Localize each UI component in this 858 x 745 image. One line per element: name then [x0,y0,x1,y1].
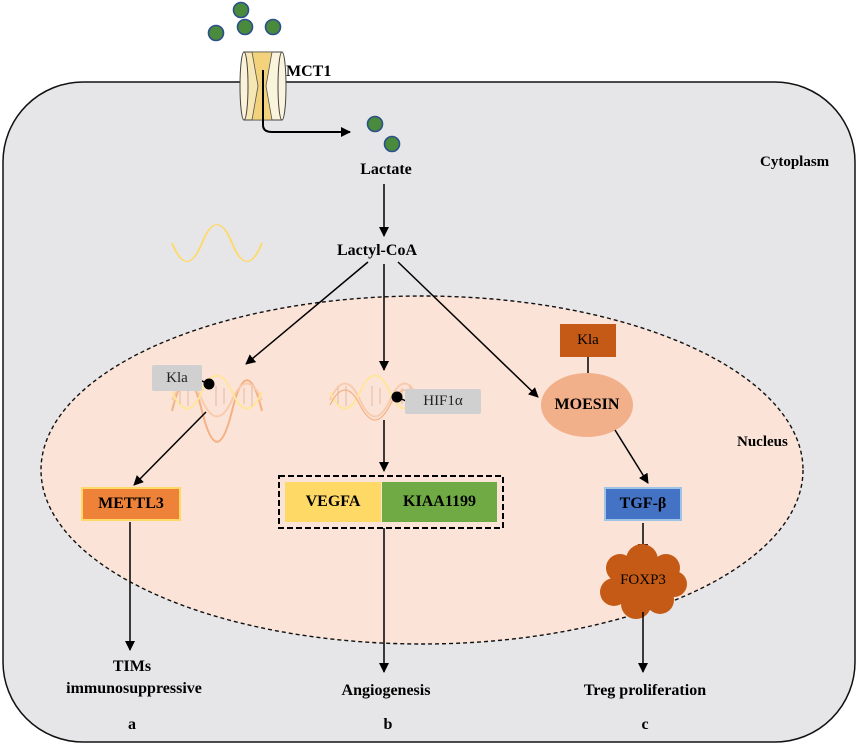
kiaa1199-box: KIAA1199 [382,482,497,522]
kla-a-tag: Kla [152,365,202,391]
mct1-label: MCT1 [286,63,332,80]
nucleus-label: Nucleus [737,434,788,450]
import-arrow [262,70,351,137]
arrow-moesin-to-tgfb [614,429,649,484]
panel-letter-b: b [383,716,393,733]
dna-helix-b-icon [329,374,419,421]
treg-proliferation-label: Treg proliferation [583,682,707,699]
lactate-label: Lactate [360,161,412,178]
hif1a-connector [396,396,407,402]
arrow-to-branch-a [245,261,369,365]
angiogenesis-label: Angiogenesis [341,682,431,699]
arrow-helix-to-mettl3 [133,411,207,486]
kla-c-box: Kla [560,324,616,357]
panel-letter-a: a [128,716,136,733]
mettl3-box: METTL3 [81,487,181,521]
vegfa-box: VEGFA [285,482,381,522]
panel-letter-c: c [641,716,649,733]
lactyl-coa-label: Lactyl-CoA [337,242,417,259]
tgfb-box: TGF-β [604,487,682,521]
hif1a-tag: HIF1α [405,389,481,414]
immunosuppressive-label: immunosuppressive [66,680,202,697]
moesin-node [541,373,633,437]
nucleus-membrane [40,295,804,645]
arrow-to-branch-c [397,261,539,398]
genes-dashed-box [278,475,504,529]
foxp3-label: FOXP3 [620,572,666,588]
moesin-label: MOESIN [554,396,620,413]
intracellular-lactate [366,115,401,153]
tims-label: TIMs [112,658,152,675]
kla-a-dot [203,378,215,390]
cytoplasm-label: Cytoplasm [760,154,830,170]
foxp3-cloud [600,544,687,619]
extracellular-lactate [207,1,282,42]
